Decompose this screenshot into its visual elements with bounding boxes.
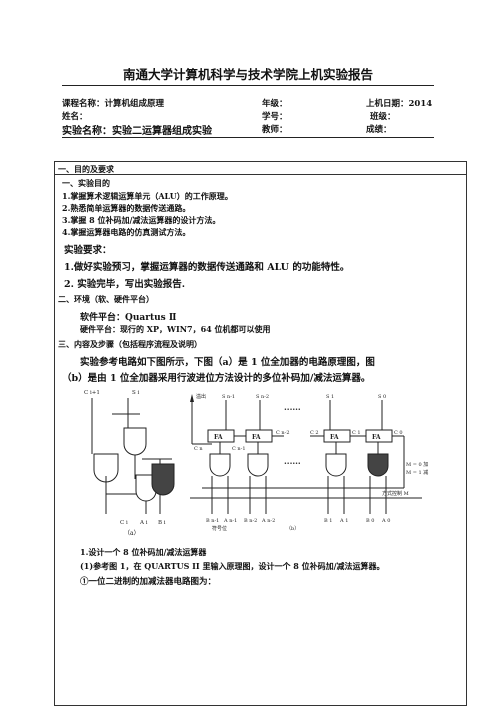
input-label: B n-2 bbox=[244, 518, 257, 524]
grade-label: 年级： bbox=[262, 99, 288, 109]
carry-label: C 2 bbox=[310, 430, 319, 436]
sum-label: S n-2 bbox=[256, 394, 269, 400]
input-bi-label: B i bbox=[158, 520, 166, 526]
input-label: A 0 bbox=[381, 518, 390, 524]
requirement-item: 2. 实验完毕，写出实验报告. bbox=[64, 279, 186, 290]
sum-label: S 0 bbox=[378, 394, 386, 400]
section-1-heading: 一、目的及要求 bbox=[58, 164, 114, 174]
input-label: A 1 bbox=[339, 518, 348, 524]
course-name: 课程名称：计算机组成原理 bbox=[62, 99, 165, 109]
sum-label: S 1 bbox=[326, 394, 334, 400]
input-label: B 1 bbox=[324, 518, 332, 524]
date-label: 上机日期：2014 bbox=[366, 99, 433, 109]
page-title: 南通大学计算机科学与技术学院上机实验报告 bbox=[122, 67, 373, 82]
requirements-heading: 实验要求： bbox=[64, 245, 112, 256]
full-adder-figure-a: C i+1 S i C i A i B i bbox=[84, 390, 175, 526]
overflow-arrow-icon bbox=[190, 394, 194, 402]
mode-control-label: 方式控制 M bbox=[382, 490, 409, 497]
score-label: 成绩： bbox=[366, 125, 392, 135]
goal-item: 4.掌握运算器电路的仿真测试方法。 bbox=[62, 227, 191, 237]
fa-block: FA bbox=[330, 434, 339, 441]
input-ci-label: C i bbox=[120, 520, 128, 526]
carry-out-label: C i+1 bbox=[84, 390, 100, 396]
carry-label: C n bbox=[194, 446, 203, 452]
figure-a-caption: （a） bbox=[124, 530, 140, 537]
hardware-platform: 硬件平台：现行的 XP，WIN7，64 位机都可以使用 bbox=[80, 324, 271, 334]
input-label: A n-1 bbox=[223, 518, 237, 524]
input-label: B n-1 bbox=[206, 518, 219, 524]
sum-label: S i bbox=[132, 390, 140, 396]
carry-label: C n-2 bbox=[276, 430, 290, 436]
overflow-label: 溢出 bbox=[196, 393, 206, 400]
class-label: 班级： bbox=[370, 112, 396, 122]
section-3-heading: 三、内容及步骤（包括程序流程及说明） bbox=[58, 339, 202, 349]
carry-label: C 1 bbox=[352, 430, 361, 436]
ellipsis: ······ bbox=[284, 404, 301, 414]
step-item: ①一位二进制的加减法器电路图为： bbox=[80, 577, 217, 587]
intro-line: 实验参考电路如下图所示，下图（a）是 1 位全加器的电路原理图，图 bbox=[80, 357, 375, 368]
goal-item: 1.掌握算术逻辑运算单元（ALU）的工作原理。 bbox=[62, 191, 233, 201]
mode-add-label: M = 0 加 bbox=[406, 461, 428, 468]
step-item: 1.设计一个 8 位补码加/减法运算器 bbox=[80, 547, 207, 557]
software-platform: 软件平台：Quartus Ⅱ bbox=[80, 313, 177, 323]
fa-block: FA bbox=[252, 434, 261, 441]
carry-label: C 0 bbox=[394, 430, 403, 436]
figure-b-caption: （b） bbox=[286, 526, 299, 532]
header-rule-bottom bbox=[62, 137, 434, 138]
goal-item: 2.熟悉简单运算器的数据传送通路。 bbox=[62, 203, 191, 213]
experiment-name: 实验名称：实验二运算器组成实验 bbox=[62, 126, 212, 137]
report-body-separator bbox=[54, 174, 467, 175]
header-rule-top bbox=[62, 85, 434, 86]
xor-gate-shaded bbox=[367, 453, 389, 477]
xor-gate-shaded bbox=[151, 463, 175, 496]
student-id-label: 学号： bbox=[262, 112, 288, 122]
goal-heading: 一、实验目的 bbox=[62, 178, 110, 188]
intro-line: （b）是由 1 位全加器采用行波进位方法设计的多位补码加/减法运算器。 bbox=[62, 373, 371, 384]
carry-label: C n-1 bbox=[232, 446, 246, 452]
goal-item: 3.掌握 8 位补码加/减法运算器的设计方法。 bbox=[62, 215, 221, 225]
requirement-item: 1.做好实验预习，掌握运算器的数据传送通路和 ALU 的功能特性。 bbox=[64, 262, 350, 273]
ellipsis: ······ bbox=[284, 458, 301, 468]
mode-sub-label: M = 1 减 bbox=[406, 469, 428, 476]
section-2-heading: 二、环境（软、硬件平台） bbox=[58, 294, 154, 304]
input-label: A n-2 bbox=[261, 518, 275, 524]
step-item: (1)参考图 1，在 QUARTUS II 里输入原理图，设计一个 8 位补码加… bbox=[80, 561, 385, 571]
fa-block: FA bbox=[214, 434, 223, 441]
ripple-adder-figure-b: FA FA FA FA 溢出 S n-1 S n-2 S 1 S 0 C n C… bbox=[190, 393, 428, 532]
input-ai-label: A i bbox=[139, 520, 148, 526]
teacher-label: 教师： bbox=[262, 125, 288, 135]
fa-block: FA bbox=[372, 434, 381, 441]
sign-bit-label: 符号位 bbox=[212, 525, 227, 532]
student-name-label: 姓名： bbox=[62, 112, 88, 122]
sum-label: S n-1 bbox=[222, 394, 235, 400]
input-label: B 0 bbox=[366, 518, 374, 524]
